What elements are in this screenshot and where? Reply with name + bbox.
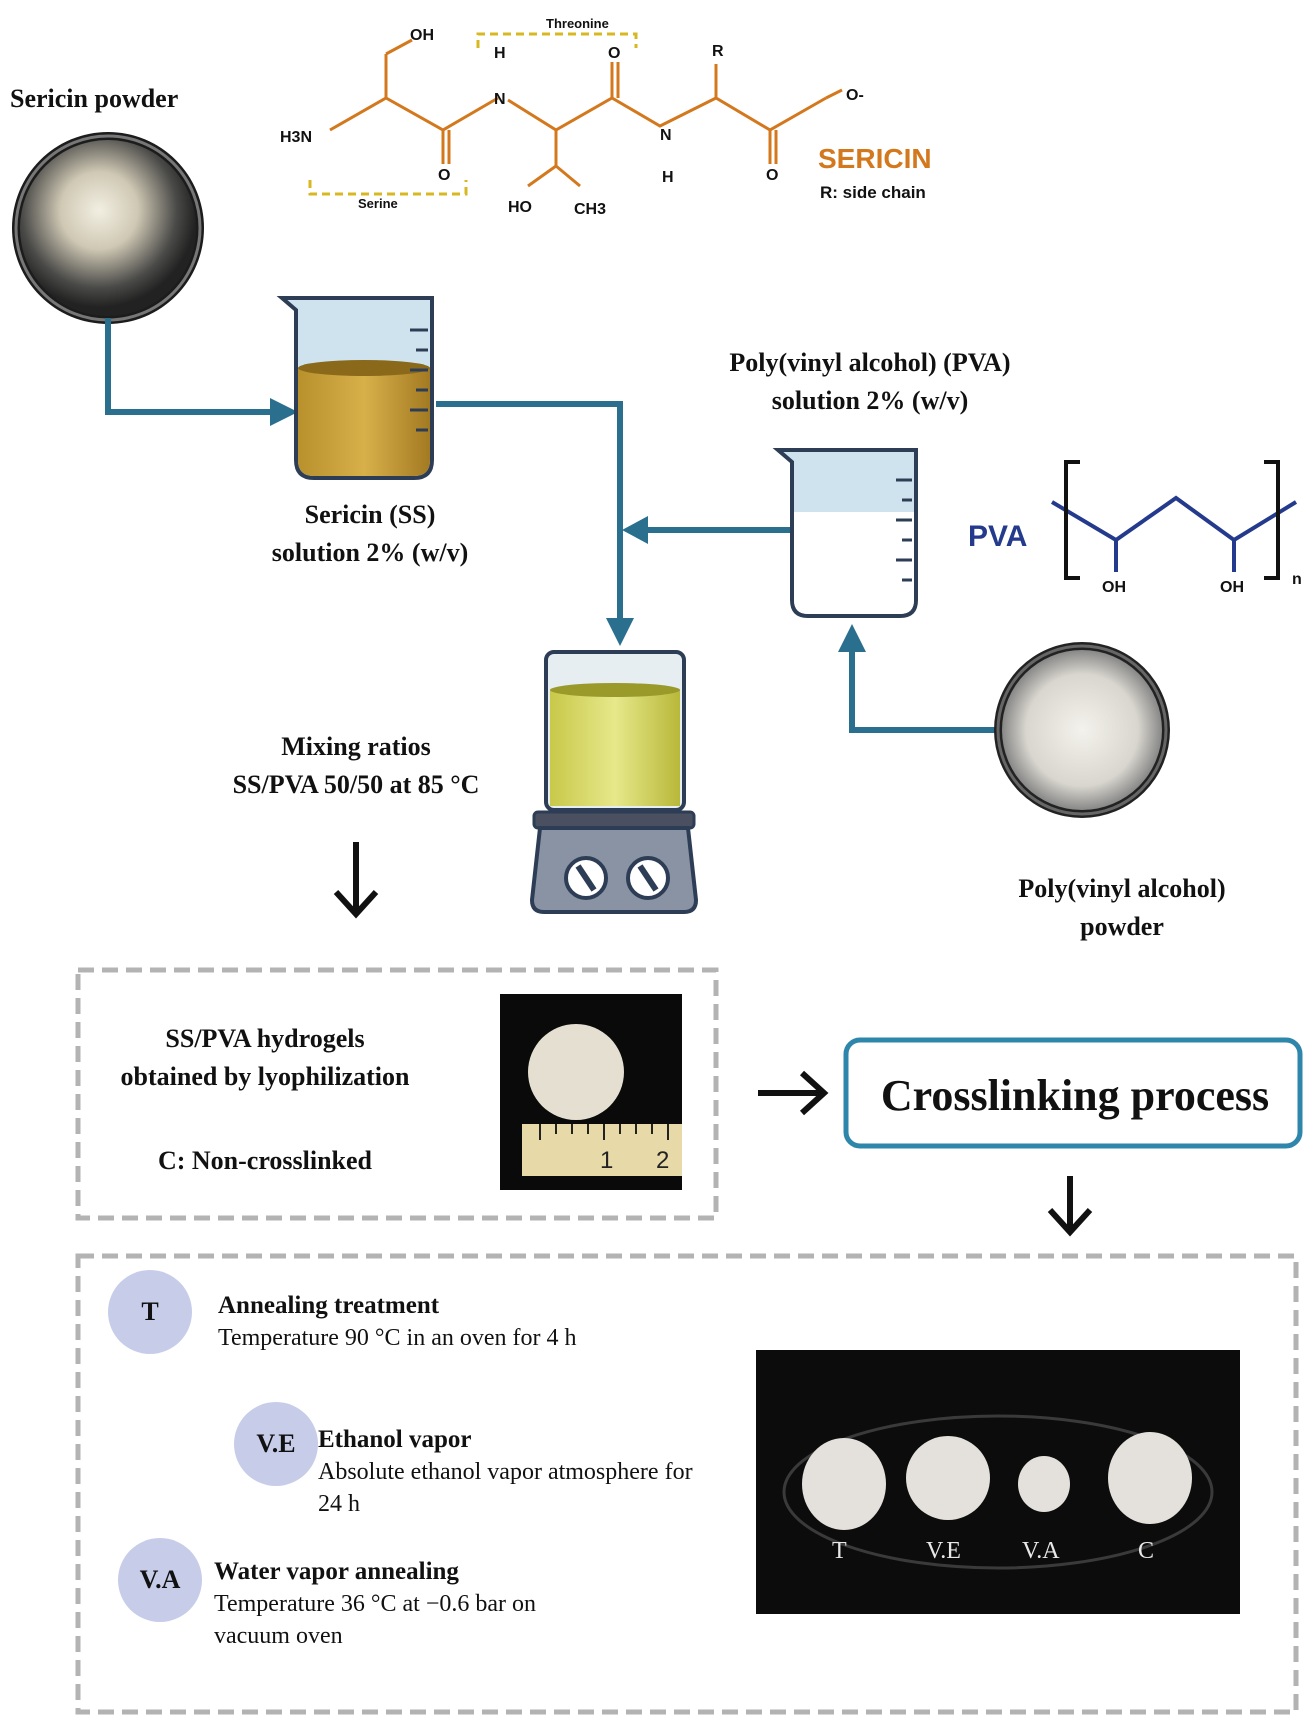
pva-powder-label: Poly(vinyl alcohol) powder [982,870,1262,946]
threonine-label: Threonine [546,16,609,31]
pva-brackets [1064,460,1280,580]
arrow-pva-powder-to-pva-beaker [849,640,1022,733]
hydrogels-box [75,967,719,1221]
pva-solution-line2: solution 2% (w/v) [771,386,969,415]
atom-o-minus: O- [846,87,864,104]
pva-oh2: OH [1220,579,1244,596]
pva-powder-line2: powder [1080,912,1164,941]
samples-photo [756,1350,1240,1614]
ss-solution-line2: solution 2% (w/v) [271,538,469,567]
sample-label-c: C [1138,1538,1155,1564]
hydrogels-line1: SS/PVA hydrogels [165,1024,365,1053]
side-chain-note: R: side chain [820,183,926,202]
pva-beaker [772,448,918,618]
atom-ho: HO [508,199,532,216]
pva-n: n [1292,571,1302,588]
mixing-label: Mixing ratios SS/PVA 50/50 at 85 °C [196,728,516,804]
treatment-annealing-title: Annealing treatment [218,1292,440,1319]
mixing-line2: SS/PVA 50/50 at 85 °C [232,770,480,799]
treatment-ethanol-title: Ethanol vapor [318,1426,472,1453]
down-arrow-crosslinking [1047,1176,1093,1237]
sample-label-ve: V.E [926,1538,961,1564]
atom-n1: N [494,91,506,108]
ss-beaker [276,296,434,480]
flow-arrows [105,318,1022,733]
pva-powder-dish [994,642,1170,818]
arrowhead-left [622,516,648,544]
atom-h3n: H3N [280,129,312,146]
sericin-structure [329,38,843,188]
treatment-water-vapor-desc: Temperature 36 °C at −0.6 bar on vacuum … [214,1591,537,1649]
treatment-ethanol-desc: Absolute ethanol vapor atmosphere for 24… [318,1459,693,1517]
hydrogels-note: C: Non-crosslinked [90,1142,440,1180]
atom-h-n1: H [494,45,506,62]
pva-name: PVA [968,520,1027,553]
hydrogels-line2: obtained by lyophilization [120,1062,410,1091]
atom-o1: O [438,167,450,184]
badge-t: T [108,1270,192,1354]
hydrogels-label: SS/PVA hydrogels obtained by lyophilizat… [90,1020,440,1096]
sericin-powder-text: Sericin powder [10,84,179,113]
ss-solution-line1: Sericin (SS) [304,500,436,529]
sericin-powder-label: Sericin powder [10,80,220,118]
serine-bracket [308,180,468,196]
atom-oh-top: OH [410,27,434,44]
pva-solution-label: Poly(vinyl alcohol) (PVA) solution 2% (w… [680,344,1060,420]
badge-va: V.A [118,1538,202,1622]
arrow-ss-to-mixer [436,401,623,620]
crosslinking-box [843,1037,1303,1149]
sericin-name: SERICIN [818,143,932,174]
badge-ve: V.E [234,1402,318,1486]
pva-structure [1050,495,1298,572]
hydrogels-line3: C: Non-crosslinked [157,1146,373,1175]
ruler-label-2: 2 [656,1147,669,1174]
pva-oh1: OH [1102,579,1126,596]
atom-n2: N [660,127,672,144]
sample-label-va: V.A [1022,1538,1060,1564]
sample-label-t: T [832,1538,847,1564]
treatment-ethanol: Ethanol vapor Absolute ethanol vapor atm… [318,1424,718,1520]
serine-label: Serine [358,196,398,211]
hot-plate [529,810,699,914]
treatment-water-vapor-title: Water vapor annealing [214,1558,459,1585]
treatment-annealing: Annealing treatment Temperature 90 °C in… [218,1290,738,1354]
treatment-annealing-desc: Temperature 90 °C in an oven for 4 h [218,1325,577,1351]
flow-arrowheads [270,398,866,652]
mixing-line1: Mixing ratios [281,732,431,761]
treatment-water-vapor: Water vapor annealing Temperature 36 °C … [214,1556,594,1652]
pva-solution-line1: Poly(vinyl alcohol) (PVA) [729,348,1011,377]
atom-o2: O [608,45,620,62]
atom-o3: O [766,167,778,184]
right-arrow-to-crosslinking [758,1070,829,1116]
arrow-powder-to-ss [105,318,272,415]
ss-solution-label: Sericin (SS) solution 2% (w/v) [220,496,520,572]
treatments-box [75,1253,1299,1715]
sericin-powder-dish [12,132,204,324]
arrowhead-right [270,398,298,426]
crosslinking-title: Crosslinking process [880,1070,1270,1120]
atom-h-n2: H [662,169,674,186]
atom-r: R [712,43,724,60]
arrowhead-up [838,624,866,652]
sericin-atom-labels: OH H3N N H O O N H R O O- HO CH3 [280,27,864,218]
mixing-beaker [544,650,686,812]
atom-ch3: CH3 [574,201,606,218]
down-arrow-mixing [333,842,379,919]
ruler-label-1: 1 [600,1147,613,1174]
pva-powder-line1: Poly(vinyl alcohol) [1018,874,1226,903]
hydrogel-photo: 1 2 [500,994,682,1190]
threonine-bracket [476,32,638,48]
arrowhead-down [606,618,634,646]
